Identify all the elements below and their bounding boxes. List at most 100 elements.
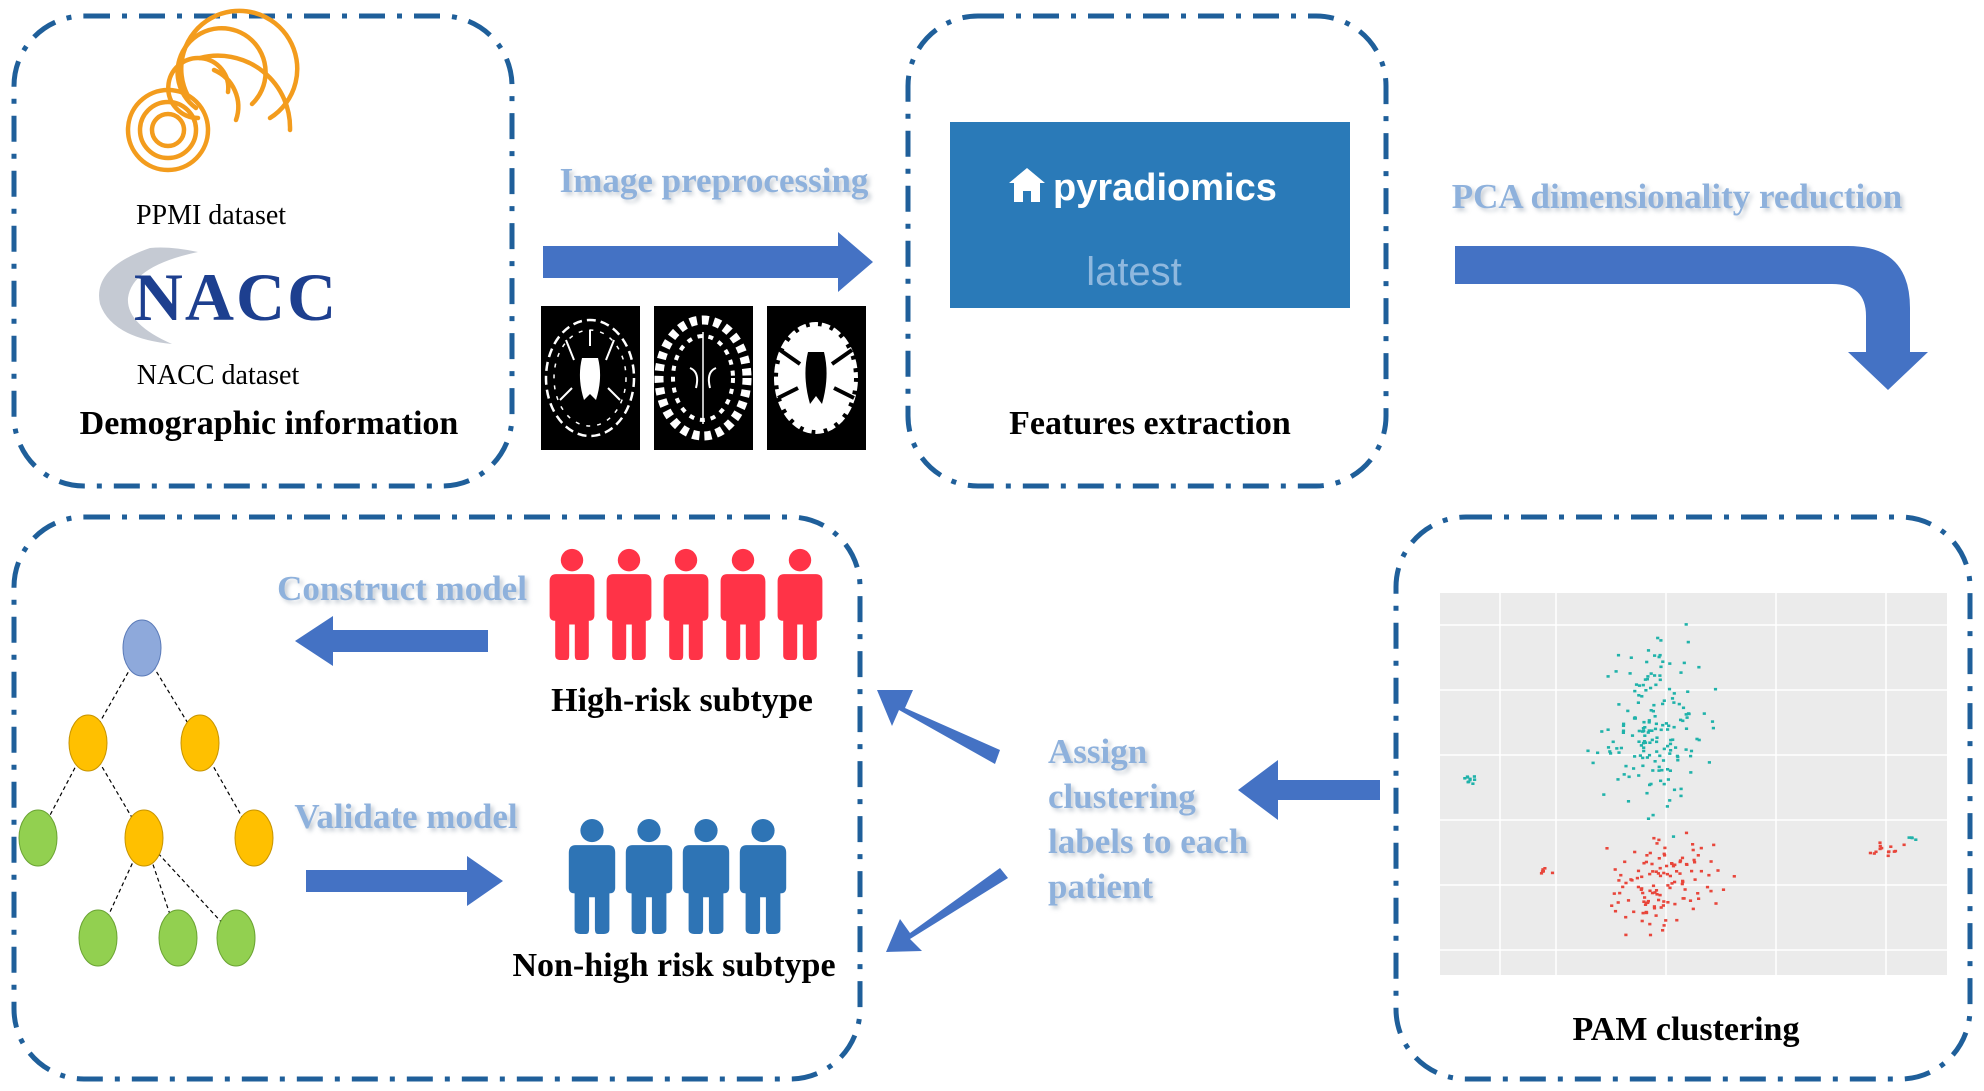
scatter-point — [1640, 875, 1644, 879]
scatter-point — [1619, 873, 1623, 877]
scatter-point — [1657, 857, 1661, 860]
tree-leaf-node — [18, 809, 58, 867]
scatter-point — [1651, 813, 1655, 817]
pyradiomics-version: latest — [1086, 250, 1182, 294]
scatter-point — [1653, 674, 1657, 677]
scatter-point — [1902, 843, 1906, 847]
scatter-point — [1688, 899, 1693, 902]
scatter-point — [1650, 738, 1654, 742]
scatter-point — [1712, 843, 1716, 847]
scatter-point — [1616, 653, 1621, 657]
assign-line-2-shadow: clustering — [1051, 780, 1199, 819]
scatter-point — [1661, 660, 1665, 663]
person-icon — [568, 818, 616, 934]
pyradiomics-title: pyradiomics — [1053, 167, 1277, 209]
scatter-point — [1657, 765, 1661, 769]
scatter-point — [1675, 918, 1679, 922]
assign-line-4: patient — [1048, 867, 1153, 906]
cluster-a-points — [1463, 623, 1918, 841]
scatter-point — [1642, 720, 1646, 724]
scatter-point — [1661, 904, 1665, 907]
scatter-point — [1655, 750, 1659, 753]
scatter-point — [1653, 760, 1657, 763]
pam-clustering-title: PAM clustering — [1573, 1011, 1800, 1048]
scatter-point — [1678, 872, 1682, 875]
scatter-point — [1651, 870, 1655, 873]
scatter-point — [1648, 872, 1652, 876]
scatter-point — [1679, 718, 1683, 722]
scatter-point — [1644, 901, 1649, 905]
scatter-point — [1616, 778, 1620, 781]
scatter-point — [1648, 922, 1652, 926]
scatter-point — [1668, 886, 1672, 890]
scatter-point — [1642, 740, 1647, 743]
scatter-point — [1707, 761, 1711, 764]
scatter-point — [1887, 850, 1891, 853]
scatter-point — [1543, 867, 1547, 870]
scatter-point — [1660, 768, 1664, 772]
scatter-point — [1684, 831, 1689, 835]
ppmi-logo-icon — [125, 8, 300, 173]
scatter-point — [1691, 843, 1695, 846]
assign-line-1-shadow: Assign — [1051, 735, 1150, 774]
scatter-point — [1702, 712, 1706, 715]
scatter-point — [1654, 889, 1659, 892]
scatter-point — [1666, 778, 1670, 781]
arrow-pca-down — [1455, 246, 1928, 390]
scatter-point — [1716, 869, 1720, 872]
scatter-point — [1541, 868, 1545, 871]
scatter-point — [1673, 902, 1677, 906]
high-risk-people — [549, 548, 823, 660]
scatter-point — [1658, 678, 1662, 682]
scatter-point — [1645, 677, 1649, 681]
house-icon — [1009, 168, 1045, 202]
construct-model-label: Construct model — [277, 569, 527, 608]
scatter-point — [1642, 861, 1646, 865]
scatter-point — [1652, 836, 1656, 840]
scatter-point — [1668, 752, 1672, 755]
scatter-point — [1693, 860, 1697, 864]
scatter-point — [1621, 729, 1626, 733]
validate-model-label-shadow: Validate model — [297, 800, 521, 839]
scatter-point — [1655, 893, 1659, 896]
scatter-point — [1613, 868, 1617, 871]
arrow-to-features — [543, 232, 873, 292]
scatter-point — [1615, 747, 1619, 750]
scatter-point — [1637, 684, 1642, 687]
scatter-point — [1609, 752, 1613, 755]
scatter-point — [1653, 727, 1658, 731]
scatter-point — [1653, 654, 1657, 657]
scatter-point — [1682, 661, 1686, 665]
scatter-point — [1641, 891, 1645, 895]
scatter-point — [1645, 854, 1649, 857]
scatter-point — [1685, 863, 1689, 866]
cluster-b-points — [1539, 831, 1906, 937]
scatter-point — [1709, 860, 1713, 863]
scatter-point — [1646, 649, 1651, 652]
person-icon — [739, 818, 787, 934]
tree-node — [68, 714, 108, 772]
scatter-point — [1641, 741, 1646, 745]
scatter-point — [1626, 899, 1631, 902]
scatter-point — [1662, 747, 1666, 751]
scatter-point — [1880, 846, 1884, 850]
scatter-point — [1650, 729, 1654, 732]
scatter-point — [1699, 846, 1703, 850]
scatter-point — [1654, 914, 1658, 917]
nacc-logo-text: NACC — [134, 259, 338, 335]
scatter-point — [1606, 728, 1610, 731]
scatter-point — [1596, 751, 1600, 755]
scatter-point — [1651, 884, 1656, 888]
scatter-point — [1648, 741, 1652, 744]
scatter-point — [1874, 850, 1878, 854]
scatter-point — [1658, 754, 1662, 758]
scatter-point — [1651, 709, 1655, 713]
scatter-point — [1657, 898, 1661, 902]
scatter-point — [1645, 791, 1649, 795]
scatter-point — [1658, 866, 1662, 870]
panel-features-frame — [905, 13, 1389, 489]
scatter-point — [1632, 910, 1636, 914]
scatter-point — [1681, 879, 1685, 883]
scatter-point — [1550, 871, 1555, 875]
scatter-point — [1606, 746, 1611, 749]
